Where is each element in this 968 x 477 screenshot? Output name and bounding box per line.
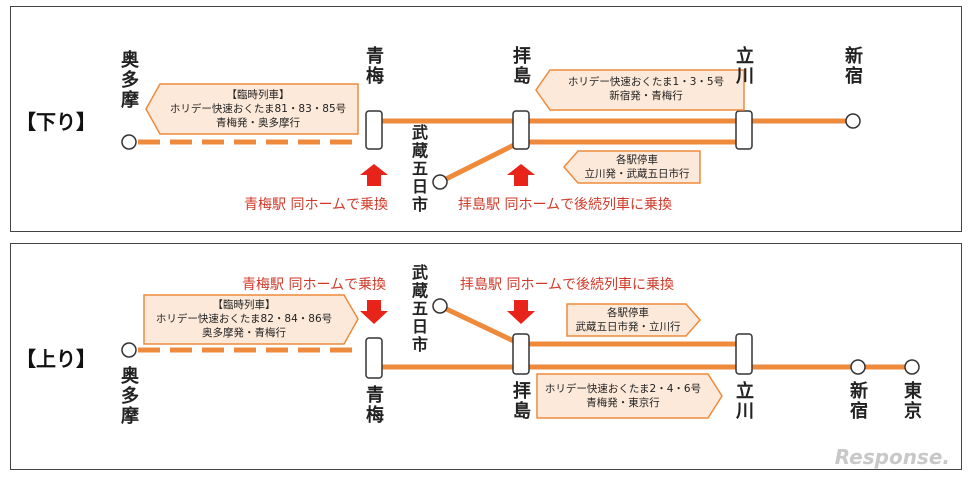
up-rinji-line1: 【臨時列車】 <box>212 299 276 311</box>
up-holiday-line1: ホリデー快速おくたま2・4・6号 <box>544 383 702 395</box>
down-shinjuku-circle <box>845 113 861 129</box>
up-shinjuku-circle <box>850 359 866 375</box>
up-rinji-line2: ホリデー快速おくたま82・84・86号 <box>155 313 333 325</box>
up-ome-platform <box>365 337 383 379</box>
down-local-line2: 立川発・武蔵五日市行 <box>584 168 690 180</box>
response-watermark: Response. <box>834 445 950 469</box>
up-panel <box>10 243 962 470</box>
up-station-haijima: 拝島 <box>510 381 531 421</box>
up-direction-label: 【上り】 <box>16 347 96 371</box>
up-rinji-box <box>143 294 359 345</box>
up-station-tokyo: 東京 <box>901 381 922 421</box>
down-ome-note: 青梅駅 同ホームで乗換 <box>244 197 389 213</box>
down-local-line1: 各駅停車 <box>616 154 658 166</box>
down-station-okutama: 奥多摩 <box>118 50 139 110</box>
up-holiday-text: ホリデー快速おくたま2・4・6号 青梅発・東京行 <box>537 382 709 410</box>
up-musashi-circle <box>432 298 448 314</box>
up-station-okutama: 奥多摩 <box>118 366 139 426</box>
down-station-tachikawa: 立川 <box>733 46 754 86</box>
up-local-line1: 各駅停車 <box>607 307 649 319</box>
down-local-text: 各駅停車 立川発・武蔵五日市行 <box>574 153 700 181</box>
up-local-text: 各駅停車 武蔵五日市発・立川行 <box>567 306 689 334</box>
up-haijima-arrow-icon <box>507 300 535 324</box>
down-direction-label: 【下り】 <box>16 110 96 134</box>
down-rinji-line2: ホリデー快速おくたま81・83・85号 <box>169 103 347 115</box>
down-holiday-box <box>535 69 745 111</box>
up-tokyo-circle <box>904 359 920 375</box>
down-musashi-circle <box>432 174 448 190</box>
down-station-ome: 青梅 <box>363 46 384 86</box>
up-rinji-line3: 奥多摩発・青梅行 <box>202 327 286 339</box>
down-holiday-text: ホリデー快速おくたま1・3・5号 新宿発・青梅行 <box>548 75 744 103</box>
up-holiday-line2: 青梅発・東京行 <box>586 397 660 409</box>
down-rinji-box <box>145 83 359 135</box>
up-station-ome: 青梅 <box>363 385 384 425</box>
down-holiday-line2: 新宿発・青梅行 <box>609 90 683 102</box>
up-tachikawa-platform <box>735 333 753 375</box>
down-station-haijima: 拝島 <box>510 46 531 86</box>
up-station-musashi: 武蔵五日市 <box>409 264 428 354</box>
down-rinji-text: 【臨時列車】 ホリデー快速おくたま81・83・85号 青梅発・奥多摩行 <box>158 88 358 130</box>
up-haijima-platform <box>512 333 530 375</box>
down-local-box <box>563 150 701 184</box>
down-holiday-line1: ホリデー快速おくたま1・3・5号 <box>567 76 725 88</box>
down-station-musashi: 武蔵五日市 <box>409 124 428 214</box>
down-ome-arrow-icon <box>360 164 388 186</box>
up-station-tachikawa: 立川 <box>733 381 754 421</box>
up-holiday-box <box>536 373 723 419</box>
down-rinji-line1: 【臨時列車】 <box>226 89 290 101</box>
down-haijima-platform <box>512 110 530 150</box>
down-haijima-arrow-icon <box>507 164 535 186</box>
down-okutama-circle <box>121 134 137 150</box>
up-local-box <box>566 303 701 337</box>
up-okutama-circle <box>121 342 137 358</box>
down-ome-platform <box>365 110 383 150</box>
up-rinji-text: 【臨時列車】 ホリデー快速おくたま82・84・86号 奥多摩発・青梅行 <box>144 298 344 340</box>
down-tachikawa-platform <box>735 110 753 150</box>
up-station-shinjuku: 新宿 <box>847 381 868 421</box>
down-station-shinjuku: 新宿 <box>842 46 863 86</box>
up-local-line2: 武蔵五日市発・立川行 <box>575 321 681 333</box>
up-haijima-note: 拝島駅 同ホームで後続列車に乗換 <box>460 277 675 293</box>
up-ome-arrow-icon <box>360 300 388 324</box>
down-haijima-note: 拝島駅 同ホームで後続列車に乗換 <box>458 197 673 213</box>
up-ome-note: 青梅駅 同ホームで乗換 <box>242 277 387 293</box>
down-rinji-line3: 青梅発・奥多摩行 <box>216 117 300 129</box>
